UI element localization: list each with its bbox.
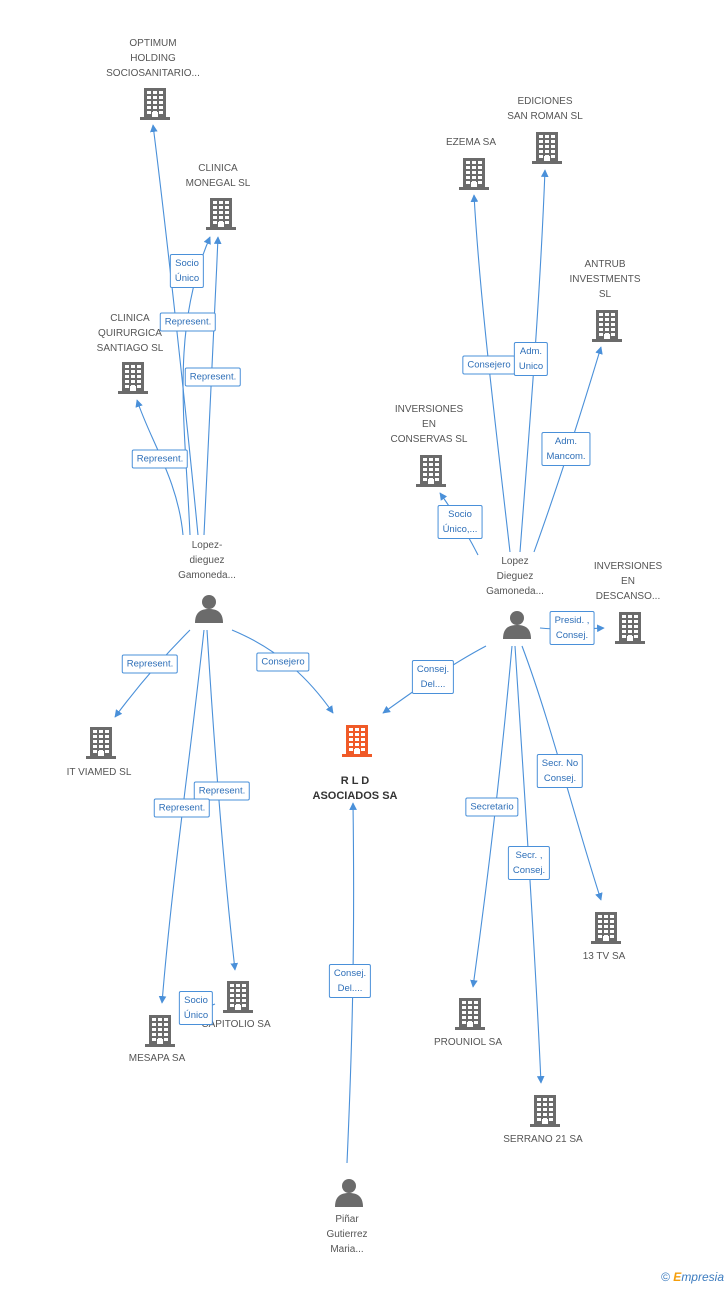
node-label-pinar[interactable]: Piñar Gutierrez Maria...: [326, 1214, 368, 1255]
edge-lopez1-to-mesapa: [158, 629, 205, 1004]
node-antrub-building-icon[interactable]: [590, 308, 624, 347]
node-tv13-building-icon[interactable]: [589, 910, 623, 949]
node-descanso-building-icon[interactable]: [613, 610, 647, 649]
node-label-descanso[interactable]: INVERSIONES EN DESCANSO...: [593, 561, 663, 602]
node-capitolio-building-icon[interactable]: [221, 979, 255, 1018]
node-lopez2-person-icon[interactable]: [502, 609, 532, 644]
edge-lopez1-to-capitolio: [206, 629, 239, 971]
relation-label-r15[interactable]: Presid. , Consej.: [549, 611, 595, 645]
node-optimum-building-icon[interactable]: [138, 86, 172, 125]
relation-label-r5[interactable]: Represent.: [121, 654, 179, 674]
relation-label-r4[interactable]: Represent.: [131, 449, 189, 469]
edge-lopez1-to-itviamed: [114, 629, 191, 718]
node-label-optimum[interactable]: OPTIMUM HOLDING SOCIOSANITARIO...: [106, 38, 200, 79]
node-label-itviamed[interactable]: IT VIAMED SL: [66, 767, 132, 778]
node-label-mesapa[interactable]: MESAPA SA: [128, 1053, 186, 1064]
node-mesapa-building-icon[interactable]: [143, 1013, 177, 1052]
node-label-conservas[interactable]: INVERSIONES EN CONSERVAS SL: [390, 404, 468, 445]
edge-lopez1-to-rld: [231, 629, 334, 714]
node-conservas-building-icon[interactable]: [414, 453, 448, 492]
node-itviamed-building-icon[interactable]: [84, 725, 118, 764]
node-pinar-person-icon[interactable]: [334, 1177, 364, 1212]
node-label-ediciones[interactable]: EDICIONES SAN ROMAN SL: [507, 96, 583, 122]
node-label-antrub[interactable]: ANTRUB INVESTMENTS SL: [569, 259, 641, 300]
relation-label-r18[interactable]: Secretario: [465, 797, 519, 817]
node-label-quirurgica[interactable]: CLINICA QUIRURGICA SANTIAGO SL: [96, 313, 164, 354]
node-label-ezema[interactable]: EZEMA SA: [445, 137, 497, 148]
relation-label-r11[interactable]: Consejero: [462, 355, 516, 375]
relation-label-r3[interactable]: Represent.: [184, 367, 242, 387]
node-label-lopez1[interactable]: Lopez- dieguez Gamoneda...: [178, 540, 236, 581]
node-ediciones-building-icon[interactable]: [530, 130, 564, 169]
node-label-rld[interactable]: R L D ASOCIADOS SA: [312, 775, 398, 802]
relation-label-r1[interactable]: Represent.: [159, 312, 217, 332]
node-label-serrano[interactable]: SERRANO 21 SA: [503, 1134, 583, 1145]
relation-label-r8[interactable]: Represent.: [153, 798, 211, 818]
node-label-lopez2[interactable]: Lopez Dieguez Gamoneda...: [486, 556, 544, 597]
node-label-monegal[interactable]: CLINICA MONEGAL SL: [185, 163, 251, 189]
empresia-logo-e: E: [673, 1270, 682, 1284]
empresia-footer[interactable]: © Empresia: [661, 1270, 724, 1284]
copyright-symbol: ©: [661, 1270, 670, 1284]
node-monegal-building-icon[interactable]: [204, 196, 238, 235]
node-serrano-building-icon[interactable]: [528, 1093, 562, 1132]
node-lopez1-person-icon[interactable]: [194, 593, 224, 628]
relation-label-r9[interactable]: Socio Único: [178, 991, 214, 1025]
relation-label-r2[interactable]: Socio Único: [169, 254, 205, 288]
node-quirurgica-building-icon[interactable]: [116, 360, 150, 399]
node-label-tv13[interactable]: 13 TV SA: [582, 951, 626, 962]
node-rld-building-icon[interactable]: [340, 723, 374, 762]
relation-label-r17[interactable]: Secr. No Consej.: [536, 754, 584, 788]
empresia-brand-name: mpresia: [681, 1270, 724, 1284]
relation-label-r12[interactable]: Adm. Unico: [513, 342, 549, 376]
node-label-capitolio[interactable]: CAPITOLIO SA: [201, 1019, 271, 1030]
relation-label-r7[interactable]: Represent.: [193, 781, 251, 801]
node-ezema-building-icon[interactable]: [457, 156, 491, 195]
relation-label-r16[interactable]: Consej. Del....: [411, 660, 455, 694]
relation-label-r6[interactable]: Consejero: [256, 652, 310, 672]
relation-label-r13[interactable]: Adm. Mancom.: [541, 432, 591, 466]
node-prouniol-building-icon[interactable]: [453, 996, 487, 1035]
relation-label-r19[interactable]: Secr. , Consej.: [507, 846, 551, 880]
node-label-prouniol[interactable]: PROUNIOL SA: [434, 1037, 502, 1048]
relation-label-r14[interactable]: Socio Único,...: [437, 505, 483, 539]
relation-label-r10[interactable]: Consej. Del....: [328, 964, 372, 998]
edge-lopez2-to-prouniol: [470, 645, 513, 988]
